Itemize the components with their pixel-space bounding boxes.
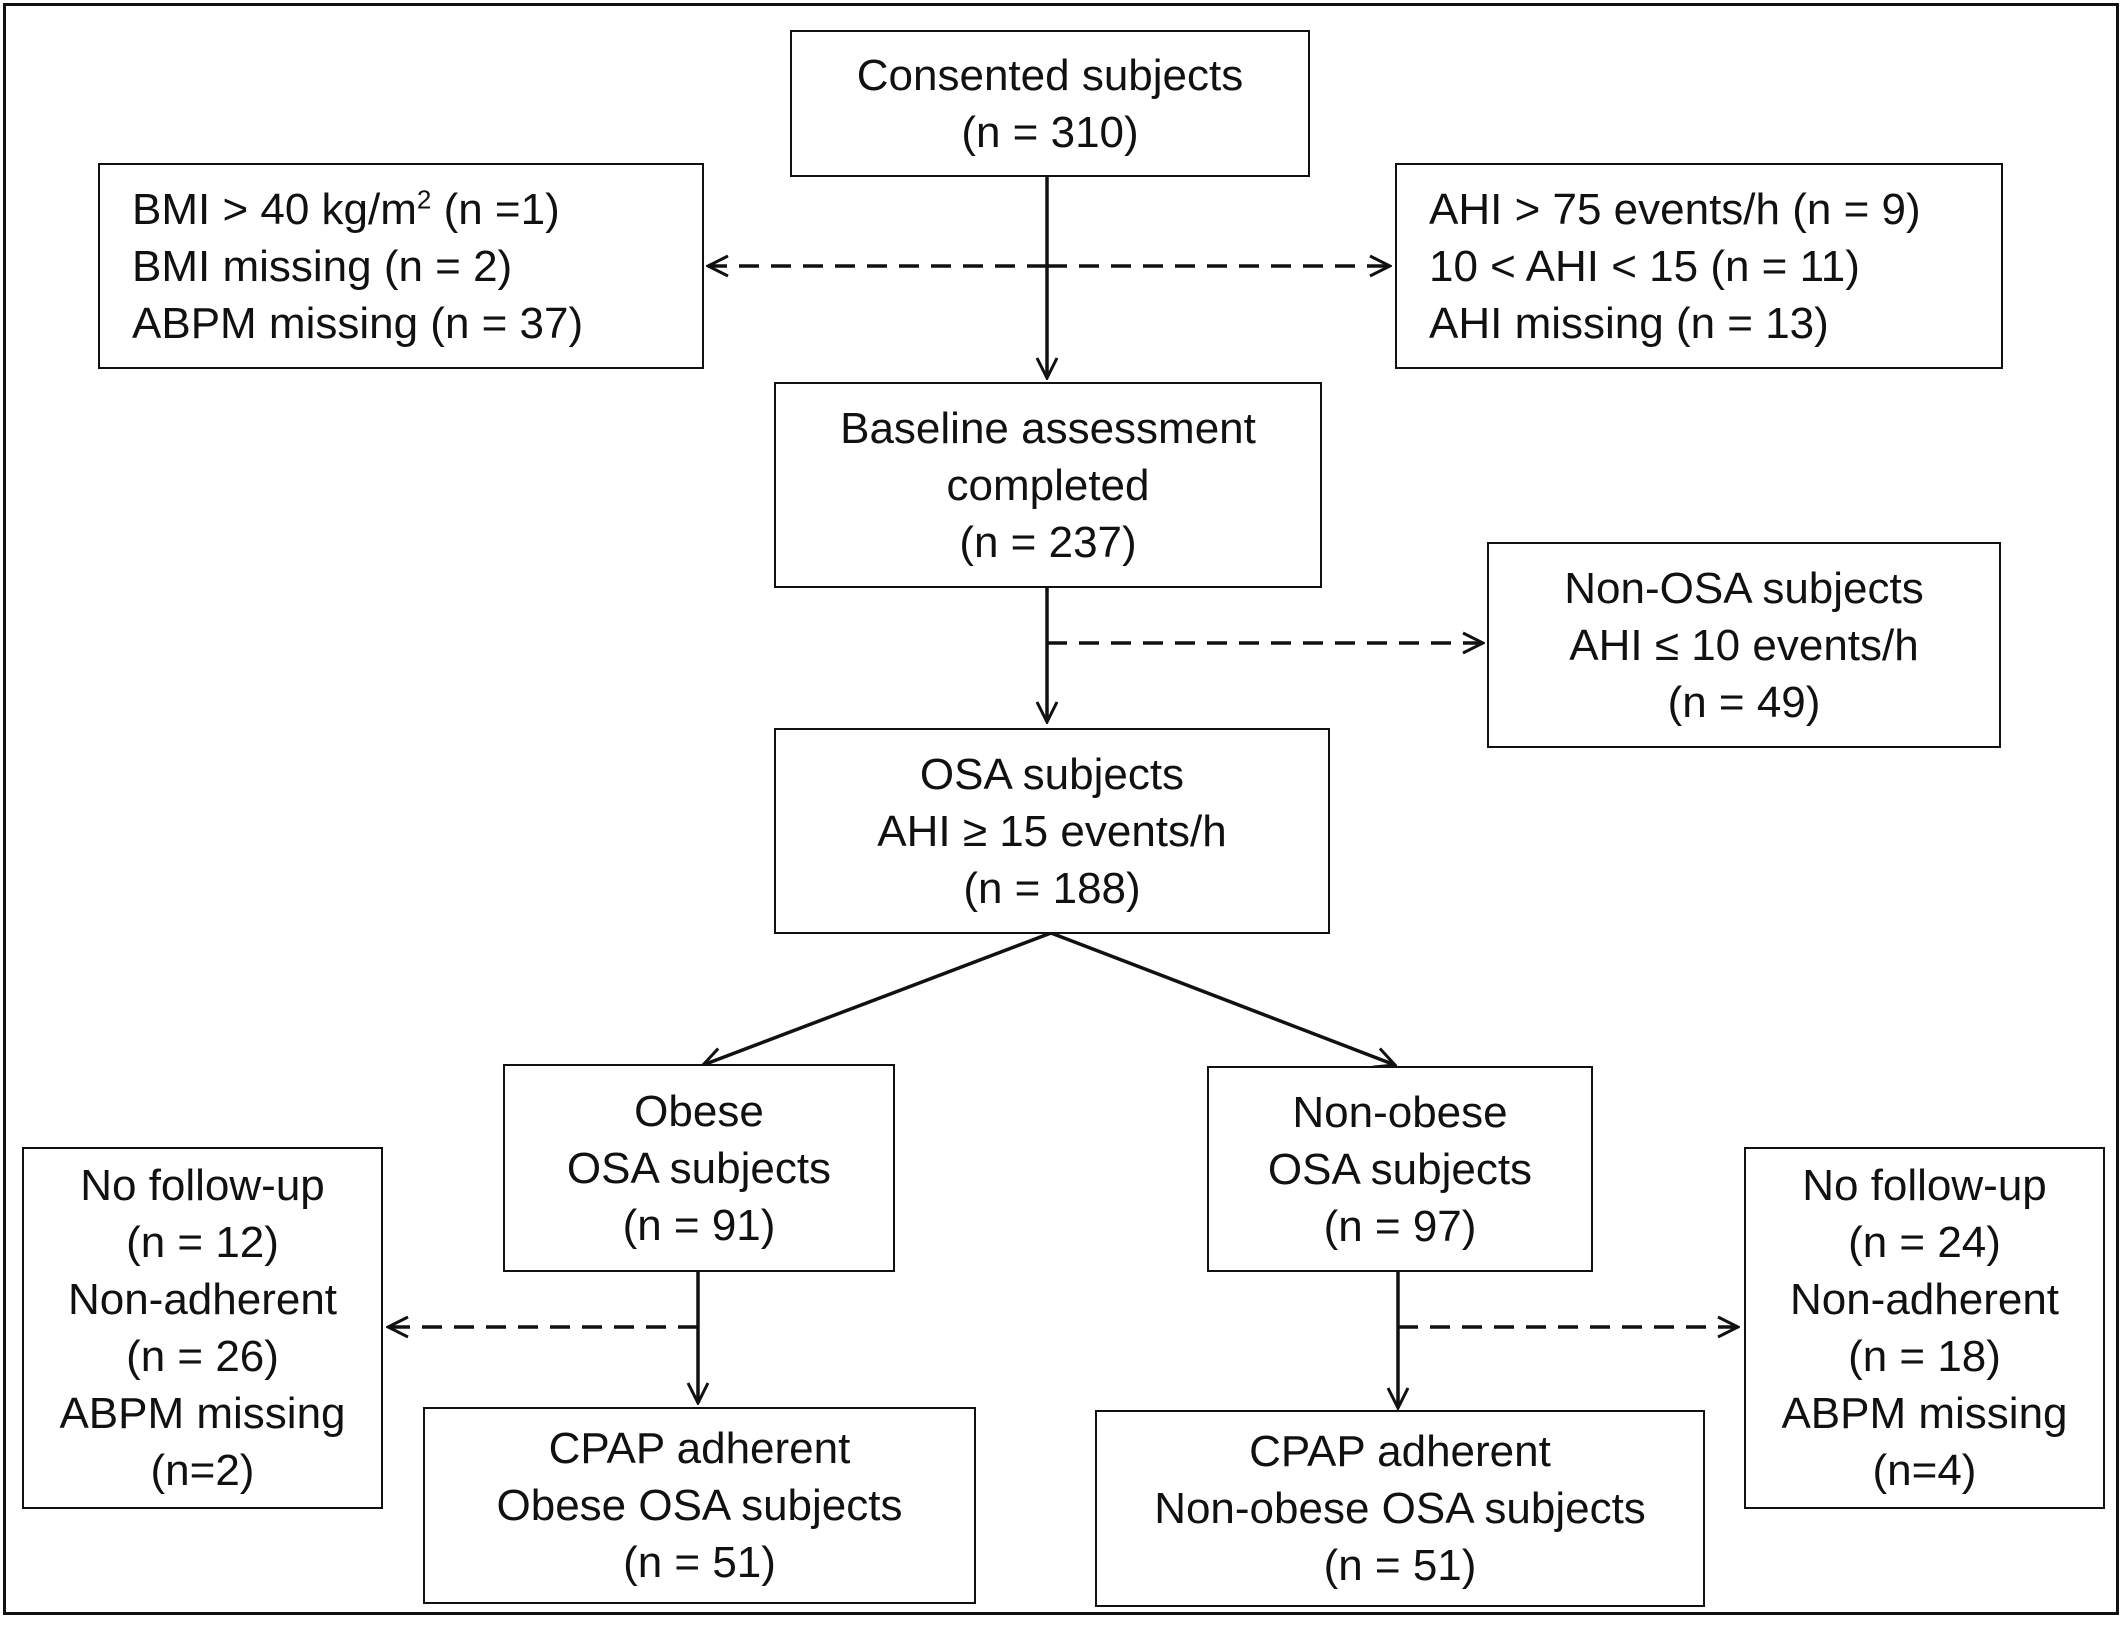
baseline-box: Baseline assessment completed (n = 237) [774,382,1322,588]
cpap-obese-line-3: (n = 51) [623,1538,776,1587]
cpap-nonobese-line-2: Non-obese OSA subjects [1154,1484,1646,1533]
consented-line-1: Consented subjects [856,50,1244,100]
exclusion-left-line-3: ABPM missing (n = 37) [132,298,584,348]
baseline-line-2: completed [946,460,1150,510]
obese-box: Obese OSA subjects (n = 91) [503,1064,895,1272]
non-osa-box: Non-OSA subjects AHI ≤ 10 events/h (n = … [1487,542,2001,748]
non-osa-line-1: Non-OSA subjects [1564,563,1924,613]
cpap-nonobese-line-1: CPAP adherent [1249,1427,1551,1476]
dropout-right-line-1: No follow-up [1802,1161,2047,1210]
dropout-left-line-5: ABPM missing [59,1389,346,1438]
dropout-left-line-4: (n = 26) [126,1332,279,1381]
arrow-osa-to-obese [703,931,1052,1065]
nonobese-line-2: OSA subjects [1267,1144,1533,1194]
dropout-right-box: No follow-up (n = 24) Non-adherent (n = … [1744,1147,2105,1509]
superscript-2: 2 [416,183,432,214]
exclusion-left-line-1: BMI > 40 kg/m2 (n =1) [132,181,560,238]
dropout-left-line-1: No follow-up [80,1161,325,1210]
exclusion-right-line-2: 10 < AHI < 15 (n = 11) [1429,241,1860,291]
osa-box: OSA subjects AHI ≥ 15 events/h (n = 188) [774,728,1330,934]
obese-line-2: OSA subjects [566,1143,832,1193]
cpap-nonobese-line-3: (n = 51) [1323,1541,1477,1590]
cpap-nonobese-box: CPAP adherent Non-obese OSA subjects (n … [1095,1410,1705,1607]
dropout-right-line-3: Non-adherent [1789,1275,2060,1324]
exclusion-right-box: AHI > 75 events/h (n = 9) 10 < AHI < 15 … [1395,163,2003,369]
osa-line-1: OSA subjects [919,749,1185,799]
osa-line-2: AHI ≥ 15 events/h [877,806,1227,856]
non-osa-line-2: AHI ≤ 10 events/h [1569,620,1919,670]
cpap-obese-line-1: CPAP adherent [548,1424,851,1473]
dropout-left-line-6: (n=2) [150,1446,255,1495]
dropout-left-line-3: Non-adherent [67,1275,338,1324]
obese-line-3: (n = 91) [622,1200,776,1250]
baseline-line-3: (n = 237) [959,517,1137,567]
exclusion-left-box: BMI > 40 kg/m2 (n =1) BMI missing (n = 2… [98,163,704,369]
dropout-left-line-2: (n = 12) [126,1218,279,1267]
consented-line-2: (n = 310) [961,107,1139,157]
nonobese-line-1: Non-obese [1292,1087,1508,1137]
consented-box: Consented subjects (n = 310) [790,30,1310,177]
exclusion-right-line-3: AHI missing (n = 13) [1429,298,1829,348]
baseline-line-1: Baseline assessment [840,403,1256,453]
arrow-osa-to-nonobese [1050,931,1395,1065]
osa-line-3: (n = 188) [963,863,1141,913]
dropout-right-line-5: ABPM missing [1781,1389,2068,1438]
cpap-obese-box: CPAP adherent Obese OSA subjects (n = 51… [423,1407,976,1604]
nonobese-box: Non-obese OSA subjects (n = 97) [1207,1066,1593,1272]
diagram-frame [3,3,2119,1615]
dropout-right-line-2: (n = 24) [1848,1218,2001,1267]
non-osa-line-3: (n = 49) [1667,677,1821,727]
cpap-obese-line-2: Obese OSA subjects [496,1481,903,1530]
exclusion-right-line-1: AHI > 75 events/h (n = 9) [1429,184,1921,234]
dropout-right-line-4: (n = 18) [1848,1332,2001,1381]
exclusion-left-line-1-tail: (n =1) [431,184,560,234]
exclusion-left-line-2: BMI missing (n = 2) [132,241,513,291]
exclusion-left-line-1-text: BMI > 40 kg/m [132,184,417,234]
dropout-right-line-6: (n=4) [1872,1446,1977,1495]
dropout-left-box: No follow-up (n = 12) Non-adherent (n = … [22,1147,383,1509]
nonobese-line-3: (n = 97) [1323,1201,1477,1251]
obese-line-1: Obese [634,1086,764,1136]
